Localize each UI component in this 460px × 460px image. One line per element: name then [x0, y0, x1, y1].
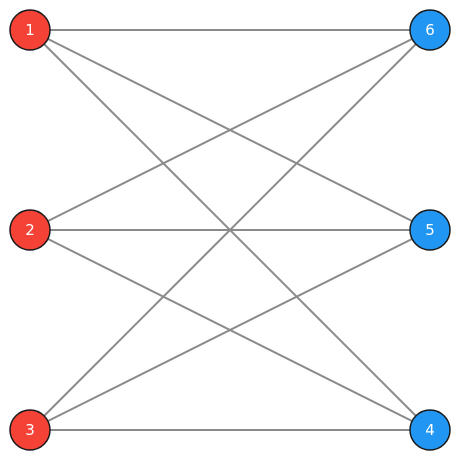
node-3-label: 3 — [25, 421, 35, 439]
node-5: 5 — [409, 209, 451, 251]
node-2: 2 — [9, 209, 51, 251]
node-1-label: 1 — [25, 21, 35, 39]
edge-3-5 — [29, 229, 431, 431]
node-3-circle — [9, 409, 51, 451]
node-2-circle — [9, 209, 51, 251]
edge-2-6 — [29, 29, 431, 231]
node-5-circle — [409, 209, 451, 251]
node-1: 1 — [9, 9, 51, 51]
node-4: 4 — [409, 409, 451, 451]
node-3: 3 — [9, 409, 51, 451]
node-4-label: 4 — [425, 421, 435, 439]
node-2-label: 2 — [25, 221, 35, 239]
nodes-layer: 1 2 3 6 5 4 — [9, 9, 451, 451]
node-4-circle — [409, 409, 451, 451]
node-1-circle — [9, 9, 51, 51]
node-5-label: 5 — [425, 221, 435, 239]
node-6-label: 6 — [425, 21, 435, 39]
node-6-circle — [409, 9, 451, 51]
edge-3-6 — [29, 29, 431, 431]
edges-layer — [29, 29, 431, 431]
node-6: 6 — [409, 9, 451, 51]
